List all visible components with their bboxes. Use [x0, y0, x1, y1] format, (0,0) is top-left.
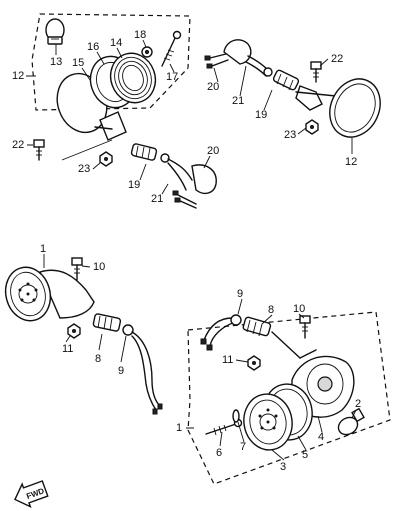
label-14: 14 — [110, 37, 122, 49]
grommet-icon — [130, 143, 170, 163]
label-8: 8 — [268, 304, 274, 316]
label-6: 6 — [216, 447, 222, 459]
label-23: 23 — [284, 129, 296, 141]
bottom-left-assembly: 1 10 11 8 9 — [4, 243, 163, 415]
label-22: 22 — [12, 139, 24, 151]
wire-harness-icon — [167, 158, 217, 209]
wire-harness-icon — [131, 331, 163, 415]
label-2: 2 — [355, 398, 361, 410]
flasher-body-icon — [4, 266, 95, 322]
nut-icon — [67, 323, 81, 339]
label-11: 11 — [62, 343, 73, 355]
wire-harness-icon — [200, 314, 242, 351]
bulb-icon — [45, 18, 65, 45]
label-21: 21 — [151, 193, 163, 205]
label-8: 8 — [95, 353, 101, 365]
bolt-icon — [71, 257, 83, 281]
label-15: 15 — [72, 57, 84, 69]
bolt-icon — [299, 315, 311, 339]
label-10: 10 — [293, 303, 305, 315]
label-23: 23 — [78, 163, 90, 175]
label-18: 18 — [134, 29, 146, 41]
label-13: 13 — [50, 56, 62, 68]
grommet-icon — [263, 67, 300, 91]
bulb-icon — [337, 407, 365, 436]
bolt-icon — [33, 139, 45, 161]
nut-icon — [99, 151, 113, 167]
label-11: 11 — [222, 354, 233, 366]
label-21: 21 — [232, 95, 244, 107]
label-22: 22 — [331, 53, 343, 65]
leader-lines-bottom-right — [186, 298, 357, 461]
label-19: 19 — [255, 109, 267, 121]
stem-icon — [295, 85, 337, 111]
fwd-arrow-icon: FWD — [14, 480, 49, 508]
bottom-right-assembly: 9 8 10 11 1 2 3 4 5 6 7 — [176, 288, 391, 485]
nut-icon — [247, 355, 261, 371]
label-20: 20 — [207, 145, 219, 157]
grommet-icon — [92, 313, 134, 336]
label-19: 19 — [128, 179, 140, 191]
label-12: 12 — [345, 156, 357, 168]
label-7: 7 — [240, 441, 246, 453]
label-4: 4 — [318, 431, 324, 443]
leader-lines-top-right — [213, 58, 353, 154]
label-12: 12 — [12, 70, 24, 82]
leader-lines-top-left — [26, 39, 211, 195]
nut-icon — [305, 119, 319, 135]
lens-icon — [329, 78, 381, 138]
lens-icon — [243, 393, 293, 451]
top-right-assembly: 20 21 19 22 23 12 — [204, 39, 381, 168]
top-left-assembly: 12 13 14 15 16 17 18 19 20 21 22 23 — [12, 13, 219, 209]
screw-icon — [161, 30, 182, 67]
label-1: 1 — [176, 422, 182, 434]
nut-icon — [141, 46, 153, 58]
washer-icon — [232, 409, 240, 423]
label-17: 17 — [166, 71, 178, 83]
label-10: 10 — [93, 261, 105, 273]
leader-lines-bottom-left — [43, 254, 127, 363]
label-20: 20 — [207, 81, 219, 93]
label-3: 3 — [280, 461, 286, 473]
label-5: 5 — [302, 449, 308, 461]
flasher-body-icon — [109, 52, 157, 104]
grommet-icon — [242, 316, 301, 359]
bolt-icon — [310, 61, 322, 83]
label-16: 16 — [87, 41, 99, 53]
label-9: 9 — [118, 365, 124, 377]
label-9: 9 — [237, 288, 243, 300]
label-1: 1 — [40, 243, 46, 255]
stem-icon — [61, 111, 127, 161]
